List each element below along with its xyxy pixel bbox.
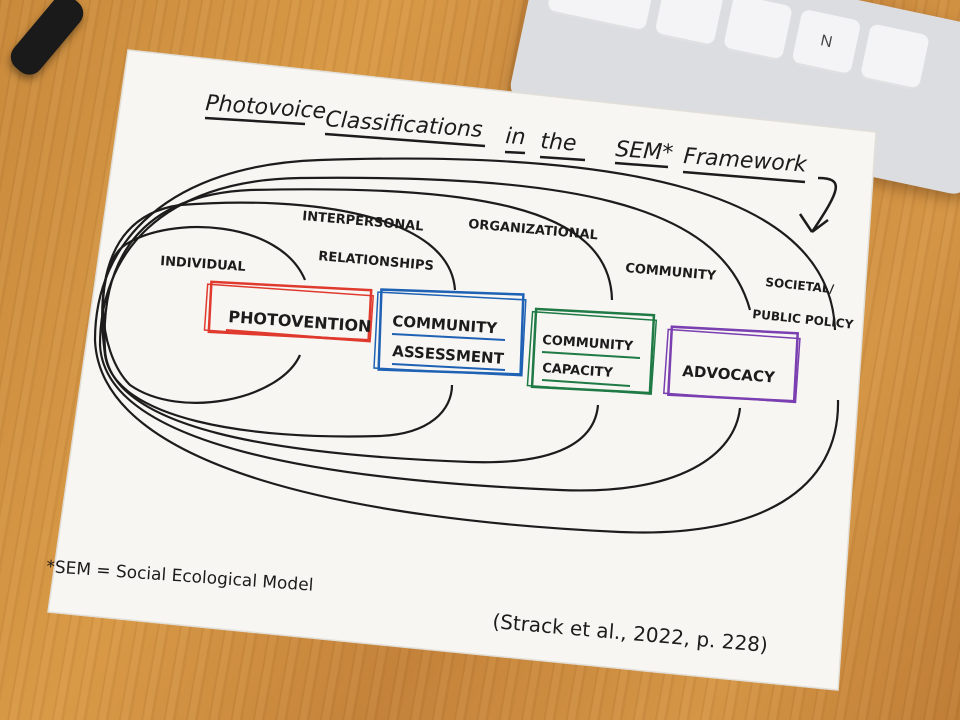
box-community-capacity: COMMUNITY CAPACITY <box>526 307 658 395</box>
community-capacity-label-2: CAPACITY <box>542 361 614 381</box>
paper-card <box>47 49 877 691</box>
community-capacity-label-1: COMMUNITY <box>542 333 634 354</box>
title-underlines <box>204 116 806 184</box>
label-individual: INDIVIDUAL <box>160 254 246 275</box>
arrow-icon <box>798 176 837 233</box>
sem-levels <box>93 157 840 534</box>
title-word: SEM* <box>615 137 674 166</box>
title-word: the <box>540 129 578 156</box>
level-organizational-outline <box>103 188 614 464</box>
level-community-outline <box>98 176 752 492</box>
level-societal-outline <box>93 157 840 534</box>
title-word: in <box>505 124 527 150</box>
level-interpersonal-outline <box>101 201 457 438</box>
